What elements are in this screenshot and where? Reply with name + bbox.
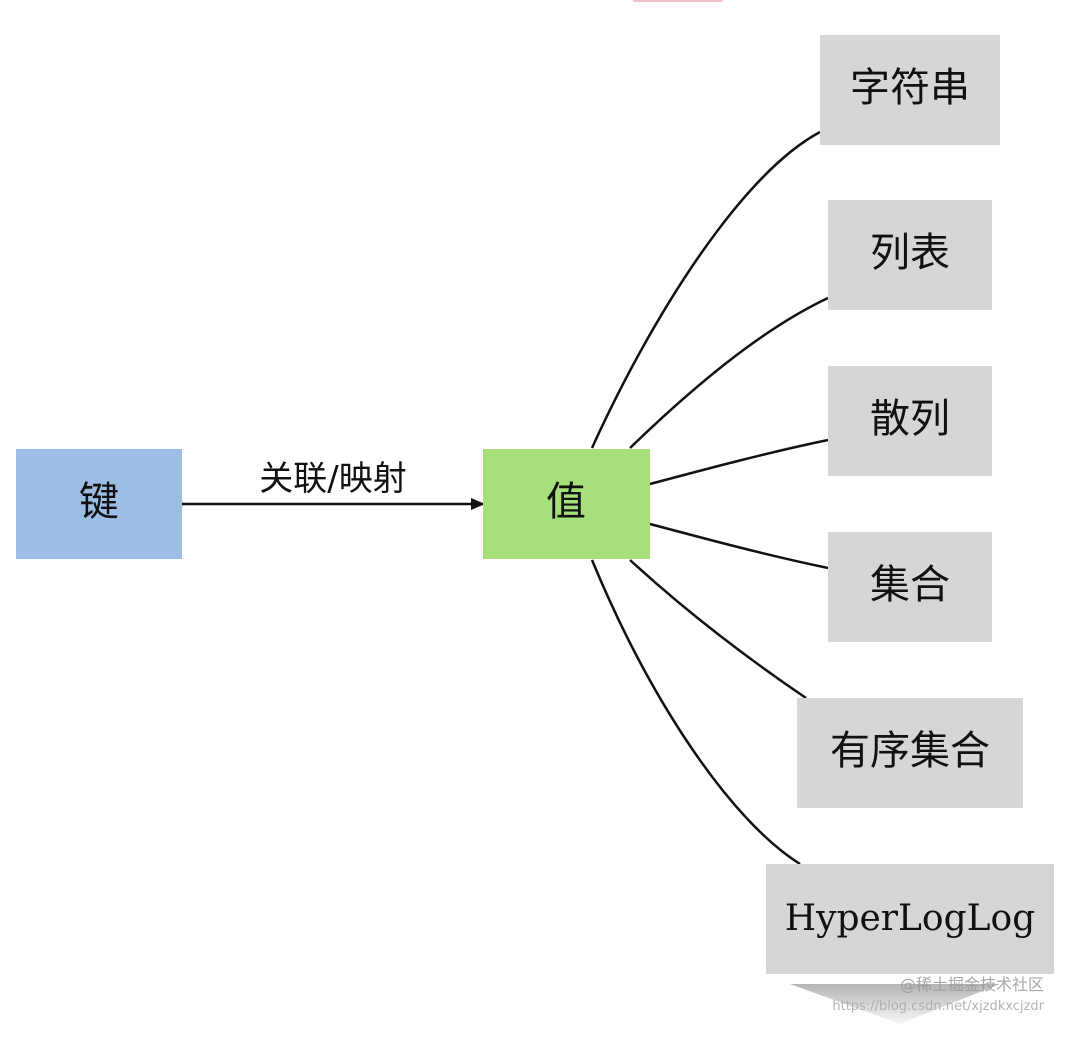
node-hash: 散列 xyxy=(828,366,992,476)
node-sorted-set: 有序集合 xyxy=(797,698,1023,808)
node-sorted-set-label: 有序集合 xyxy=(830,728,990,774)
edge-value-to-set xyxy=(649,522,829,570)
node-set: 集合 xyxy=(828,532,992,642)
node-list: 列表 xyxy=(828,200,992,310)
node-key-label: 键 xyxy=(79,479,119,525)
bottom-shadow-decoration xyxy=(790,984,1000,1024)
edge-value-to-list xyxy=(629,296,829,449)
node-key-box xyxy=(16,449,182,559)
node-value-box xyxy=(483,449,650,559)
edge-label-mapping: 关联/映射 xyxy=(259,459,406,499)
edge-value-to-hash xyxy=(649,438,829,486)
watermark-line-2: https://blog.csdn.net/xjzdkxcjzdr xyxy=(832,999,1044,1014)
node-set-label: 集合 xyxy=(870,562,950,608)
node-list-box xyxy=(828,200,992,310)
node-key: 键 xyxy=(16,449,182,559)
node-string: 字符串 xyxy=(820,35,1000,145)
node-set-box xyxy=(828,532,992,642)
node-string-label: 字符串 xyxy=(850,65,970,111)
node-value-label: 值 xyxy=(546,479,586,525)
watermark: @稀土掘金技术社区 https://blog.csdn.net/xjzdkxcj… xyxy=(832,974,1044,1018)
watermark-line-1: @稀土掘金技术社区 xyxy=(899,975,1044,994)
top-accent-strip xyxy=(632,0,724,2)
edge-value-to-sorted-set xyxy=(629,559,807,700)
node-hash-label: 散列 xyxy=(870,396,950,442)
node-hyperloglog-label: HyperLogLog xyxy=(785,898,1036,939)
node-value: 值 xyxy=(483,449,650,559)
node-sorted-set-box xyxy=(797,698,1023,808)
edge-value-to-hyperloglog xyxy=(590,559,801,866)
node-list-label: 列表 xyxy=(870,230,950,276)
node-hyperloglog: HyperLogLog xyxy=(766,864,1054,974)
node-string-box xyxy=(820,35,1000,145)
node-hash-box xyxy=(828,366,992,476)
node-hyperloglog-box xyxy=(766,864,1054,974)
edge-value-to-string xyxy=(590,130,821,449)
